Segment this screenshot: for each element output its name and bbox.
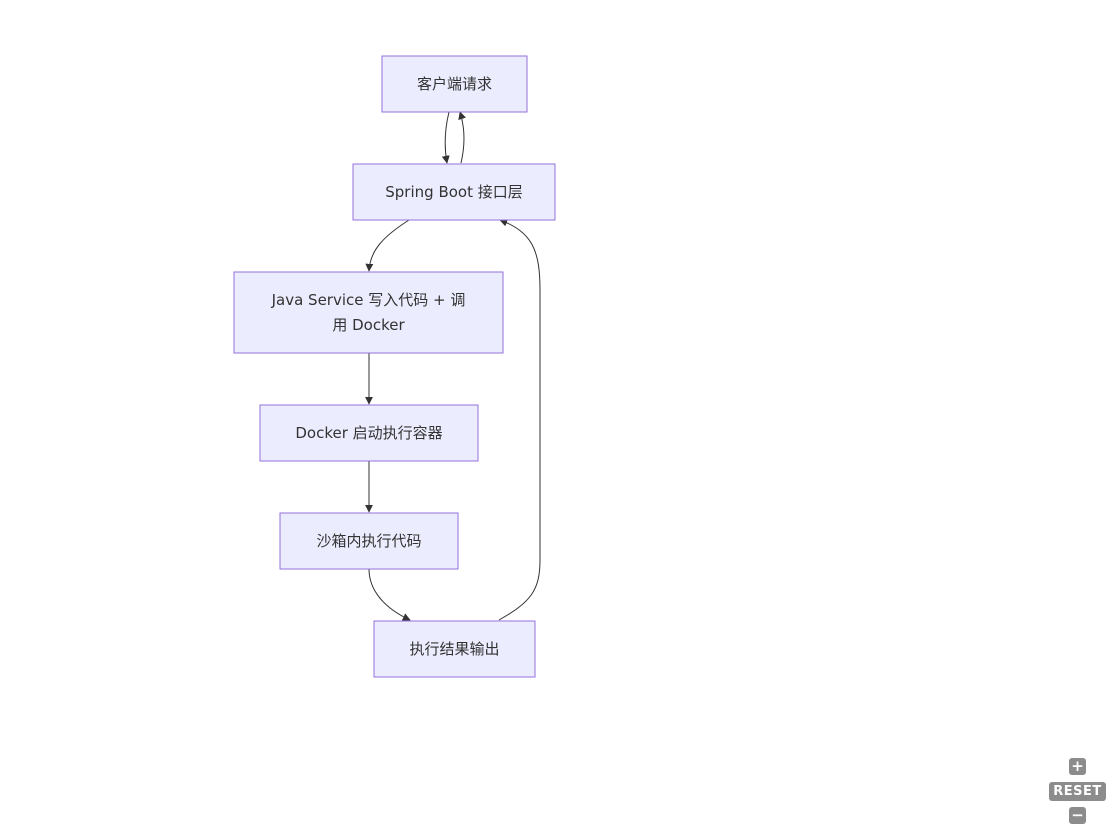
node-sandbox-exec: 沙箱内执行代码 — [279, 512, 459, 570]
edge-result-to-api — [498, 218, 541, 621]
edge-api-to-client — [458, 111, 466, 164]
node-result-output-label: 执行结果输出 — [409, 640, 499, 658]
edge-api-to-service — [365, 219, 410, 272]
edge-client-to-api — [441, 111, 450, 164]
zoom-out-button[interactable]: − — [1069, 807, 1086, 824]
node-java-service: Java Service 写入代码 + 调 用 Docker — [233, 271, 504, 354]
zoom-in-button[interactable]: + — [1069, 758, 1086, 775]
node-docker-container: Docker 启动执行容器 — [259, 404, 479, 462]
node-result-output: 执行结果输出 — [373, 620, 536, 678]
zoom-controls: + RESET − — [1049, 758, 1106, 826]
node-java-service-label-line-1: Java Service 写入代码 + 调 — [271, 291, 466, 309]
node-spring-boot-api-label: Spring Boot 接口层 — [385, 183, 522, 201]
edge-sandbox-to-result — [368, 568, 411, 621]
node-java-service-label-line-2: 用 Docker — [332, 316, 405, 334]
node-spring-boot-api: Spring Boot 接口层 — [352, 163, 556, 221]
reset-zoom-button[interactable]: RESET — [1049, 782, 1106, 801]
edges — [365, 111, 541, 621]
node-sandbox-exec-label: 沙箱内执行代码 — [316, 532, 421, 550]
node-client-request-label: 客户端请求 — [417, 75, 492, 93]
node-docker-container-label: Docker 启动执行容器 — [295, 424, 442, 442]
node-client-request: 客户端请求 — [381, 55, 528, 113]
